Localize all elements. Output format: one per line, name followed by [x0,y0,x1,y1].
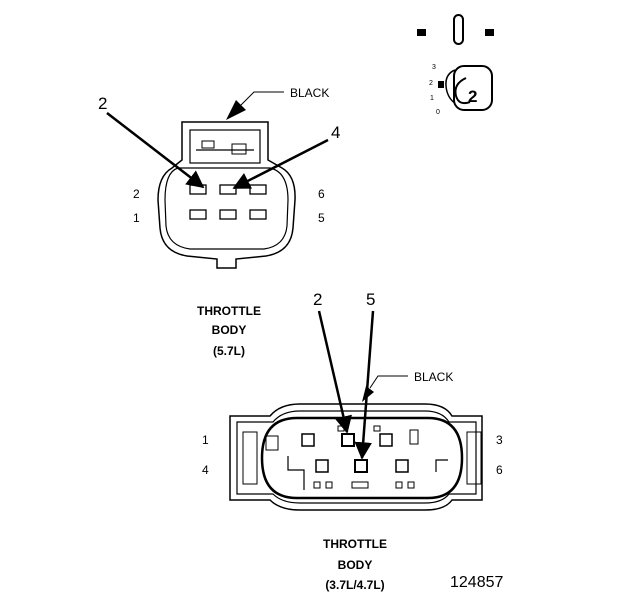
top-connector-pin-6 [249,184,267,195]
legend-scale-2: 2 [429,80,433,87]
bottom-connector-key [435,459,448,472]
bottom-connector-face [260,416,464,500]
legend-position-marker [438,81,444,88]
legend-scale-0: 0 [436,109,440,116]
bottom-connector-pin-2 [341,433,355,447]
bottom-caption-line-2: BODY [338,558,373,572]
top-pin-label-6: 6 [318,187,325,201]
top-caption-line-1: THROTTLE [197,304,261,318]
bottom-connector-pin-4 [315,459,329,473]
legend: 3 2 1 0 2 [417,14,494,116]
top-callout-arrow-4 [232,138,329,190]
bottom-callout-arrow-2 [317,310,352,434]
top-pin-label-1: 1 [133,211,140,225]
top-wire-leader [239,91,284,107]
bottom-callout-2: 2 [313,290,322,309]
legend-scale-3: 3 [432,64,436,71]
bottom-callout-5: 5 [366,290,375,309]
bottom-connector-pin-6 [395,459,409,473]
bottom-wire-leader [369,375,408,389]
legend-scale-1: 1 [430,95,434,102]
top-connector-pin-3 [219,209,237,220]
top-connector-pin-2 [189,184,207,195]
bottom-connector-cavity [407,481,415,489]
bottom-connector-key [287,456,305,490]
legend-key-number: 2 [468,87,477,106]
bottom-connector-cavity [337,425,345,432]
bottom-connector-cavity [409,429,419,445]
top-pin-label-2: 2 [133,187,140,201]
top-connector: 2 1 6 5 BLACK 2 4 THROTTLE BODY (5.7L) [98,86,340,358]
top-callout-arrow-2 [106,112,205,189]
top-caption-line-2: BODY [212,323,247,337]
bottom-connector-cavity [395,481,403,489]
bottom-connector-cavity [313,481,321,489]
bottom-connector-pin-3 [379,433,393,447]
bottom-connector-cavity [351,481,369,489]
top-connector-latch-tab [201,140,215,149]
top-connector-latch [189,129,261,164]
bottom-pin-label-3: 3 [496,433,503,447]
figure-number: 124857 [450,574,503,591]
bottom-caption-line-3: (3.7L/4.7L) [325,578,384,592]
bottom-wire-color-label: BLACK [414,370,453,384]
bottom-pin-label-1: 1 [202,433,209,447]
bottom-connector-pin-1 [301,433,315,447]
bottom-connector-cavity [325,481,333,489]
bottom-connector-housing-inner [236,410,477,504]
legend-left-mark [417,29,426,36]
top-connector-latch-tab [231,143,247,155]
top-caption-line-3: (5.7L) [213,344,245,358]
legend-key-clip-icon [454,77,471,105]
top-connector-pin-4 [219,184,237,195]
top-wire-color-label: BLACK [290,86,329,100]
top-callout-4: 4 [331,123,340,142]
top-callout-2: 2 [98,94,107,113]
bottom-connector-cavity [373,425,381,432]
bottom-connector-housing [229,403,483,511]
bottom-caption-line-1: THROTTLE [323,537,387,551]
legend-key-body [453,65,493,111]
top-wire-arrowhead [226,100,246,120]
top-connector-pin-1 [189,209,207,220]
bottom-pin-label-4: 4 [202,463,209,477]
bottom-connector-pin-5 [354,459,368,473]
bottom-callout-arrow-5 [354,310,375,460]
bottom-connector-side-tab [242,431,258,485]
top-connector-outline [157,121,296,269]
legend-slot-icon [453,14,464,45]
top-pin-label-5: 5 [318,211,325,225]
bottom-connector-side-tab [466,431,482,485]
bottom-connector: 1 4 3 6 BLACK 2 5 THROTTLE BODY (3.7L/4.… [202,290,503,592]
bottom-pin-label-6: 6 [496,463,503,477]
bottom-connector-key-block [265,435,279,451]
top-connector-inner-outline [164,167,289,250]
legend-right-mark [485,29,494,36]
top-connector-pin-5 [249,209,267,220]
